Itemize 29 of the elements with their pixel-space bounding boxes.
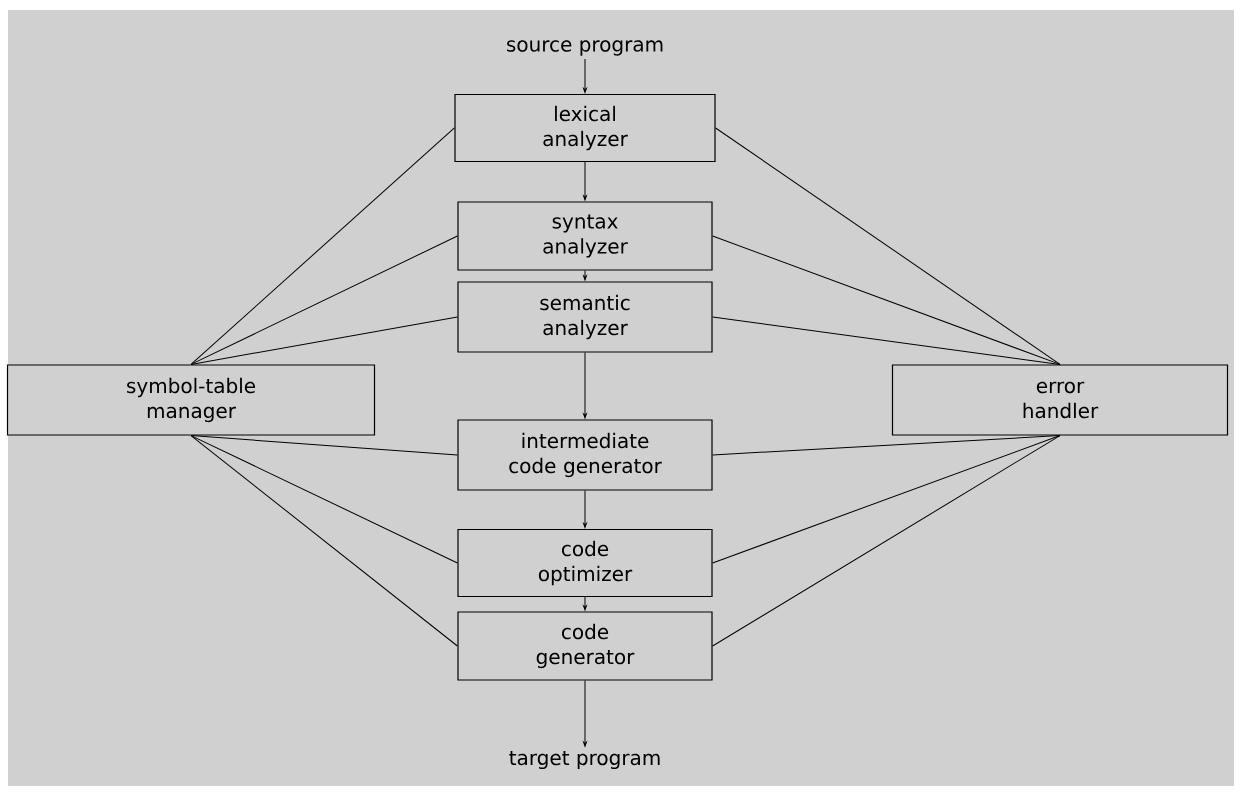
connector-line bbox=[190, 127, 455, 365]
connector-line bbox=[712, 316, 1061, 365]
process-box: symbol-table manager bbox=[6, 364, 376, 436]
connector-line bbox=[190, 435, 458, 564]
arrow bbox=[583, 680, 587, 747]
arrow bbox=[583, 490, 587, 528]
connector-line bbox=[712, 435, 1061, 647]
arrow bbox=[583, 352, 587, 419]
process-box: code optimizer bbox=[457, 528, 713, 598]
connector-line bbox=[712, 435, 1061, 564]
connector-line bbox=[190, 235, 458, 365]
io-label: target program bbox=[509, 750, 660, 770]
arrow bbox=[583, 161, 587, 201]
connector-line bbox=[190, 435, 458, 647]
connector-line bbox=[715, 127, 1061, 365]
connector-line bbox=[712, 435, 1061, 456]
arrow bbox=[583, 270, 587, 281]
process-box: syntax analyzer bbox=[457, 201, 713, 271]
process-box: error handler bbox=[891, 364, 1229, 436]
process-box: intermediate code generator bbox=[457, 419, 713, 491]
connector-line bbox=[190, 316, 458, 365]
process-box: lexical analyzer bbox=[454, 93, 716, 163]
process-box: semantic analyzer bbox=[457, 281, 713, 353]
arrow bbox=[583, 58, 587, 93]
io-label: source program bbox=[507, 40, 663, 56]
process-box: code generator bbox=[457, 611, 713, 681]
arrow bbox=[583, 596, 587, 611]
connector-line bbox=[190, 435, 458, 456]
connector-line bbox=[712, 235, 1061, 365]
